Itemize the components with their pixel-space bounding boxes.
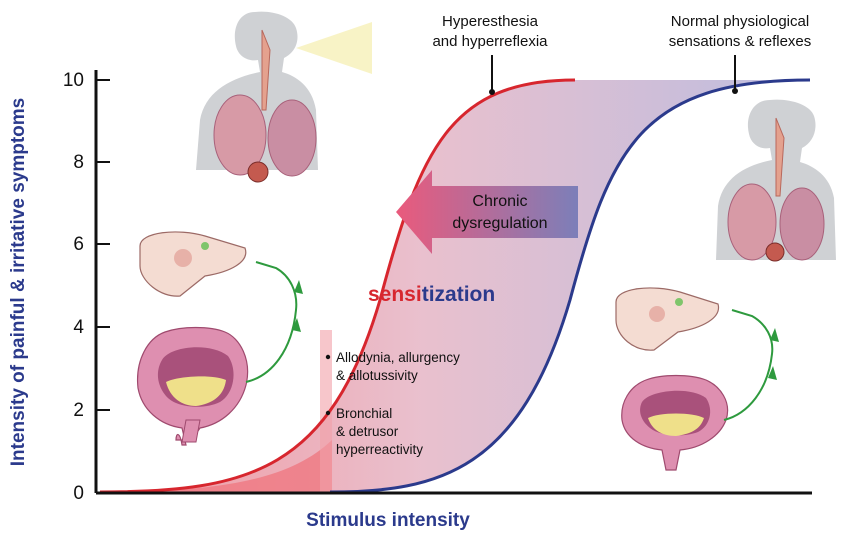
normal-curve [329,78,811,494]
bullet-1-line1: Allodynia, allurgency [336,350,460,365]
human-lungs-normal-icon [716,99,836,262]
sensitization-part2: tization [422,283,496,306]
y-ticks [96,79,110,411]
y-axis-title: Intensity of painful & irritative sympto… [8,98,29,466]
normal-label-line1: Normal physiological [671,13,809,30]
normal-dot [732,88,738,94]
bullet-2-line2: & detrusor [336,424,399,439]
chronic-dysregulation-arrow [396,170,578,254]
y-tick-label: 0 [73,483,84,504]
x-axis-title: Stimulus intensity [306,510,470,531]
sensitization-label: sensitization [368,283,495,306]
human-lungs-irritated-icon [196,11,372,183]
y-tick-label: 10 [63,70,84,91]
y-tick-label: 6 [73,234,84,255]
sensitization-part1: sensi [368,283,422,306]
normal-label-line2: sensations & reflexes [669,33,812,50]
sensitization-area [100,80,810,492]
hyperesthesia-dot [489,89,495,95]
bullet-dot [325,410,331,416]
bullet-dot [325,354,331,360]
allodynia-band [320,330,332,492]
arrow-label-line1: Chronic [472,193,527,210]
bullet-1-line2: & allotussivity [336,368,418,383]
y-tick-label: 8 [73,152,84,173]
allodynia-zone [100,440,332,492]
bladder-spinal-reflex-normal-icon [615,287,779,471]
hyperesthesia-label-line1: Hyperesthesia [442,13,539,30]
sensitized-curve [99,78,576,494]
bullet-2-line3: hyperreactivity [336,442,423,457]
bullet-2-line1: Bronchial [336,406,392,421]
y-tick-label: 4 [73,317,84,338]
y-tick-label: 2 [73,400,84,421]
hyperesthesia-label-line2: and hyperreflexia [432,33,548,50]
bladder-spinal-reflex-sensitized-icon [136,231,303,446]
arrow-label-line2: dysregulation [452,215,547,232]
